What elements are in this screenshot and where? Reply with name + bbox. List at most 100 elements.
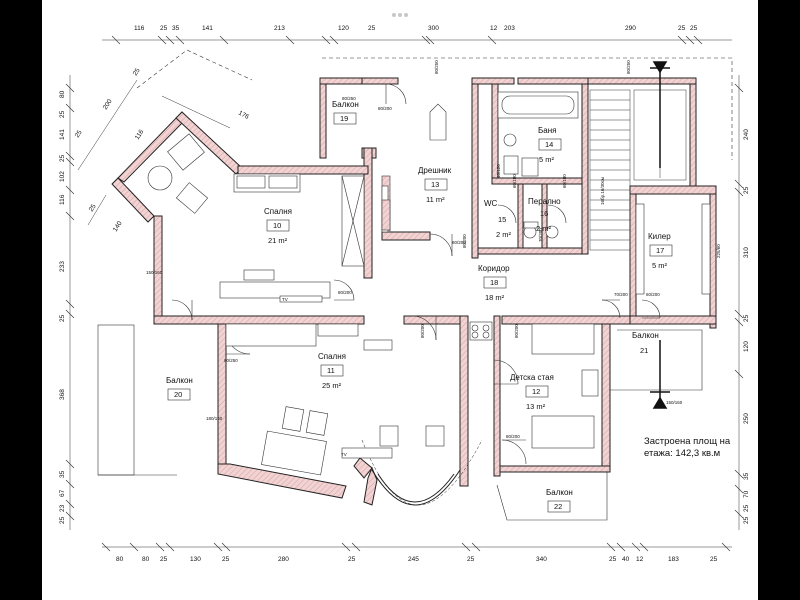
dim-right: 250: [743, 413, 750, 424]
door-label: 80/250: [342, 96, 356, 101]
dim-left: 35: [59, 470, 66, 478]
room-name: Балкон: [632, 331, 659, 340]
dim-top: 120: [338, 25, 349, 32]
dim-top: 213: [274, 25, 285, 32]
dim-bottom: 25: [222, 556, 230, 563]
door-label: 80/200: [462, 234, 467, 248]
room-corridor-18: Коридор 18 18 m²: [478, 264, 510, 302]
door-label: 80/250: [434, 60, 439, 74]
dim-left: 25: [59, 110, 66, 118]
dim-diagonal: 200: [102, 98, 114, 111]
room-number: 18: [490, 278, 498, 287]
right-dimension-labels: 240 25 310 25 120 250 35 70 25 25: [743, 129, 750, 524]
dim-left: 23: [59, 504, 66, 512]
dim-diagonal: 140: [112, 220, 124, 233]
room-area: 18 m²: [485, 293, 505, 302]
dim-top: 141: [202, 25, 213, 32]
top-dimension-ticks: [111, 35, 703, 45]
furniture: [147, 91, 711, 476]
room-area: 11 m²: [426, 195, 445, 204]
built-area-note: Застроена площ на етажа: 142,3 кв.м: [644, 436, 731, 459]
room-wc-15: WC 15 2 m²: [484, 199, 512, 239]
dim-left: 116: [59, 194, 66, 205]
dim-top: 116: [134, 25, 145, 32]
dim-top: 290: [625, 25, 636, 32]
dim-top: 25: [678, 25, 686, 32]
note-line-2: етажа: 142,3 кв.м: [644, 448, 720, 459]
room-area: 25 m²: [322, 381, 342, 390]
dim-top: 25: [368, 25, 376, 32]
room-number: 16: [540, 209, 548, 218]
room-number: 12: [532, 387, 540, 396]
dim-top: 300: [428, 25, 439, 32]
room-number: 17: [656, 246, 664, 255]
stair-label: 16бр.16/30см: [600, 177, 605, 205]
room-name: Балкон: [166, 376, 193, 385]
room-area: 13 m²: [526, 402, 546, 411]
door-label: 150/160: [666, 400, 683, 405]
floor-plan: 116 25 35 141 213 120 25 300 12 203 290 …: [59, 25, 750, 563]
tv-labels: TV TV: [282, 297, 347, 457]
door-label: 180/160: [206, 416, 223, 421]
tv-label: TV: [282, 297, 288, 302]
room-area: 2 m²: [536, 224, 552, 233]
balcony-outlines: [97, 49, 733, 521]
dim-right: 25: [743, 504, 750, 512]
dim-left: 102: [59, 171, 66, 182]
dim-diagonal: 176: [237, 110, 250, 121]
section-markers: [650, 61, 670, 409]
door-label: 80/200: [378, 106, 392, 111]
door-label: 80/200: [506, 434, 520, 439]
dim-bottom: 40: [622, 556, 630, 563]
dim-right: 25: [743, 516, 750, 524]
room-number: 19: [340, 114, 348, 123]
page-dots-indicator[interactable]: [392, 4, 410, 17]
door-label: 80/250: [224, 358, 238, 363]
dim-right: 120: [743, 341, 750, 352]
room-area: 5 m²: [652, 261, 668, 270]
door-label: 70/200: [538, 228, 543, 242]
dim-bottom: 183: [668, 556, 679, 563]
room-name: Килер: [648, 232, 671, 241]
door-label: 80/250: [626, 60, 631, 74]
dimension-lines: [69, 39, 740, 548]
room-name: Перално: [528, 197, 561, 206]
room-balcony-21: Балкон 21: [632, 331, 659, 355]
door-swings: [171, 83, 661, 465]
door-label: 150/160: [146, 270, 163, 275]
room-number: 22: [554, 502, 562, 511]
dim-top: 25: [690, 25, 698, 32]
dim-bottom: 25: [160, 556, 168, 563]
room-number: 15: [498, 215, 506, 224]
room-area: 5 m²: [539, 155, 555, 164]
dim-right: 25: [743, 314, 750, 322]
door-label: 225/60: [716, 244, 721, 258]
dim-bottom: 340: [536, 556, 547, 563]
dim-top: 25: [160, 25, 168, 32]
dim-top: 203: [504, 25, 515, 32]
dim-left: 141: [59, 129, 66, 140]
dim-left: 80: [59, 90, 66, 98]
door-label: 60/180: [562, 174, 567, 188]
dim-bottom: 25: [609, 556, 617, 563]
dim-diagonal: 116: [134, 128, 146, 141]
dim-bottom: 245: [408, 556, 419, 563]
door-label: 80/200: [420, 324, 425, 338]
door-label: 70/200: [614, 292, 628, 297]
dim-bottom: 80: [116, 556, 124, 563]
dim-bottom: 25: [467, 556, 475, 563]
dim-diagonal: 25: [74, 129, 84, 139]
room-number: 10: [273, 221, 281, 230]
dim-diagonal: 25: [88, 203, 98, 213]
room-number: 11: [327, 366, 335, 375]
room-name: Балкон: [332, 100, 359, 109]
diagonal-dimension-labels: 200 25 176 25 116 140 25: [74, 67, 250, 233]
room-balcony-20: Балкон 20: [166, 376, 193, 401]
room-number: 21: [640, 346, 648, 355]
door-label: 60/180: [512, 174, 517, 188]
door-label: 40/120: [496, 164, 501, 178]
dim-bottom: 12: [636, 556, 644, 563]
dim-top: 12: [490, 25, 498, 32]
left-dimension-labels: 80 25 141 25 102 116 233 25 368 35 67 23…: [59, 90, 66, 524]
room-bath-14: Баня 14 5 m²: [538, 126, 562, 164]
